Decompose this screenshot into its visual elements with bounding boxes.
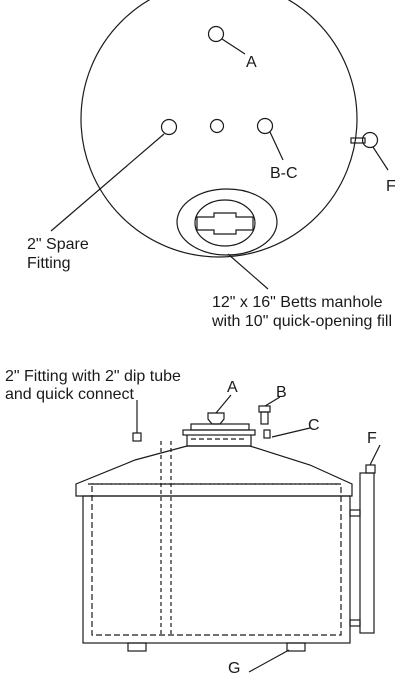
tank-top-outline (80, 0, 358, 258)
label-dip-tube-line2: and quick connect (5, 386, 135, 403)
side-view (75, 394, 381, 673)
label-a-side: A (227, 379, 238, 396)
fitting-b-leader (264, 396, 281, 407)
fitting-a-leader-side (215, 394, 232, 414)
label-f-top: F (386, 178, 396, 195)
top-view (50, 0, 389, 290)
fitting-f-leader (372, 146, 389, 171)
tank-legs (127, 642, 306, 652)
spare-fitting-port (160, 118, 178, 136)
spare-fitting-leader (50, 133, 165, 232)
top-view-labels: A B-C F 2" Spare Fitting 12" x 16" Betts… (27, 54, 396, 330)
label-manhole-line1: 12" x 16" Betts manhole (212, 294, 383, 311)
label-spare-fitting-line1: 2" Spare (27, 236, 89, 253)
side-nozzle-f (350, 131, 379, 149)
label-dip-tube-line1: 2" Fitting with 2" dip tube (5, 368, 181, 385)
center-port (209, 118, 225, 134)
side-view-labels: 2" Fitting with 2" dip tube and quick co… (5, 368, 377, 677)
fitting-a-port (207, 25, 225, 43)
fitting-f-leader-side (369, 444, 381, 466)
label-a-top: A (246, 54, 257, 71)
label-g-side: G (228, 660, 240, 677)
dip-tube (160, 441, 172, 634)
label-manhole-line2: with 10" quick-opening fill (211, 313, 392, 330)
fitting-c-side (263, 429, 271, 439)
fitting-bc-port (256, 117, 274, 135)
label-spare-fitting-line2: Fitting (27, 255, 71, 272)
tank-roof (75, 445, 353, 497)
betts-manhole (176, 188, 278, 256)
manhole-leader (227, 253, 269, 290)
fitting-b-side (258, 405, 271, 425)
fitting-a-leader (221, 38, 246, 55)
dip-tube-fitting (132, 432, 142, 442)
tank-body (82, 495, 351, 644)
label-b-side: B (276, 384, 287, 401)
label-bc-top: B-C (270, 165, 298, 182)
sight-tube-f (349, 464, 376, 634)
label-c-side: C (308, 417, 320, 434)
label-f-side: F (367, 430, 377, 447)
manhole-cover-side (182, 412, 256, 447)
fitting-bc-leader (269, 131, 284, 161)
fitting-c-leader (271, 427, 311, 438)
legs-leader (248, 649, 290, 673)
tank-inner-dashed (91, 483, 342, 636)
